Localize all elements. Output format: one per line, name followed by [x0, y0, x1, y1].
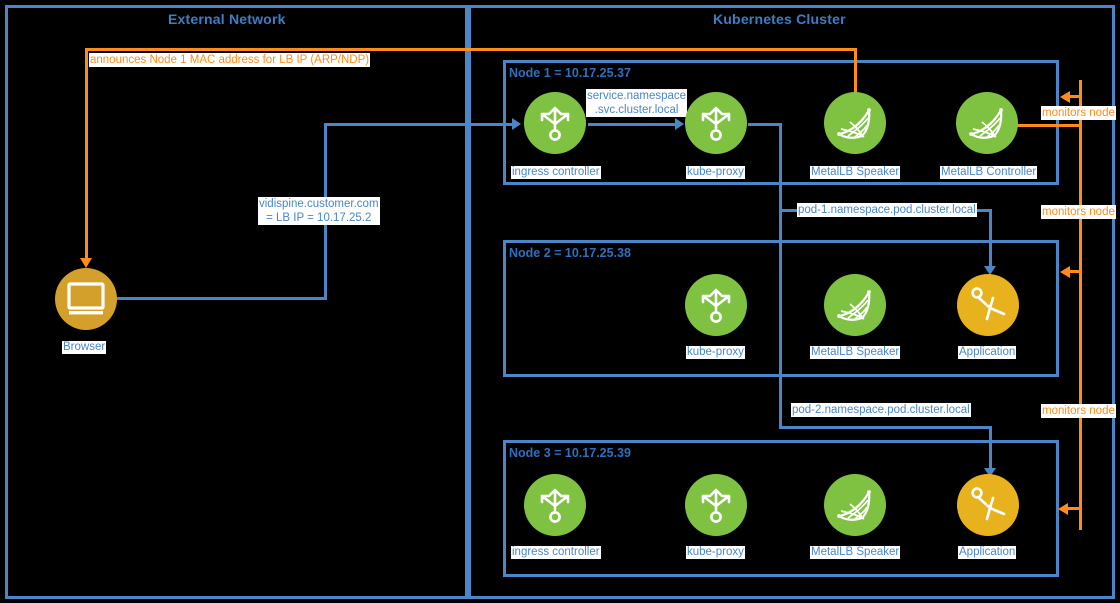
node-1-metallb-controller-label: MetalLB Controller: [940, 166, 1038, 179]
node-2-title: Node 2 = 10.17.25.38: [509, 246, 631, 260]
node-2-metallb-speaker[interactable]: [824, 274, 886, 336]
metallb-icon: [837, 290, 871, 321]
node-1-metallb-speaker-label: MetalLB Speaker: [810, 166, 901, 179]
ingress-inbound-arrow: [512, 118, 521, 130]
lb-ip-label-line1: vidispine.customer.com: [259, 198, 379, 210]
node-1-title: Node 1 = 10.17.25.37: [509, 66, 631, 80]
node-3-kube-proxy[interactable]: [685, 474, 747, 536]
network-boundary-divider: [468, 5, 471, 599]
pod-fanout-trunk: [779, 123, 782, 429]
app-icon: [971, 487, 1006, 521]
pod-2-branch-horizontal: [779, 426, 992, 429]
routing-icon: [540, 488, 570, 523]
monitors-node-3-segment: [1068, 507, 1082, 510]
node-1-ingress-controller[interactable]: [524, 92, 586, 154]
service-dns-label: service.namespace .svc.cluster.local: [586, 89, 688, 117]
arp-announce-label: announces Node 1 MAC address for LB IP (…: [89, 53, 371, 67]
pod-2-branch-drop: [989, 426, 992, 474]
monitors-node-2-arrow: [1060, 266, 1070, 278]
service-dns-line1: service.namespace: [587, 90, 687, 102]
pod-2-arrow: [984, 468, 996, 477]
node-1-ingress-controller-label: ingress controller: [511, 166, 601, 179]
monitors-node-2-segment: [1070, 270, 1082, 273]
pod-1-dns-label: pod-1.namespace.pod.cluster.local: [797, 203, 977, 217]
node-1-kube-proxy[interactable]: [685, 92, 747, 154]
node-2-kube-proxy[interactable]: [685, 274, 747, 336]
browser-node[interactable]: [55, 268, 117, 330]
metallb-icon: [837, 108, 871, 139]
kubeproxy-inbound-arrow: [675, 118, 684, 130]
pod-2-dns-label: pod-2.namespace.pod.cluster.local: [791, 403, 971, 417]
node-1-kube-proxy-label: kube-proxy: [686, 166, 745, 179]
arp-speaker-riser: [854, 48, 857, 106]
controller-to-rail-segment: [1016, 124, 1082, 127]
external-network-zone: [5, 5, 468, 599]
node-3-metallb-speaker[interactable]: [824, 474, 886, 536]
node-1-metallb-speaker[interactable]: [824, 92, 886, 154]
monitors-node-3-arrow: [1058, 503, 1068, 515]
node-3-kube-proxy-label: kube-proxy: [686, 546, 745, 559]
node-3-ingress-controller-label: ingress controller: [511, 546, 601, 559]
app-icon: [971, 287, 1006, 321]
kubernetes-cluster-title: Kubernetes Cluster: [713, 11, 846, 27]
node-3-ingress-controller[interactable]: [524, 474, 586, 536]
lb-ip-label-line2: = LB IP = 10.17.25.2: [266, 212, 372, 224]
node-3-application-label: Application: [958, 546, 1017, 559]
external-network-title: External Network: [168, 11, 286, 27]
node-3-title: Node 3 = 10.17.25.39: [509, 446, 631, 460]
node-1-metallb-controller[interactable]: [956, 92, 1018, 154]
monitors-node-1-segment: [1070, 95, 1082, 98]
monitors-rail-vertical: [1079, 80, 1082, 530]
arp-announce-horizontal: [85, 48, 857, 51]
monitors-node-label-3: monitors node: [1041, 404, 1116, 418]
routing-icon: [701, 106, 731, 141]
service-dns-line2: .svc.cluster.local: [594, 104, 679, 116]
ingress-to-kubeproxy-segment: [588, 123, 678, 126]
riser-to-ingress-segment: [324, 123, 515, 126]
pod-1-branch-drop: [989, 209, 992, 271]
arp-announce-dropline: [85, 48, 88, 263]
monitor-icon: [67, 282, 105, 315]
metallb-icon: [837, 490, 871, 521]
routing-icon: [540, 106, 570, 141]
lb-ip-label: vidispine.customer.com = LB IP = 10.17.2…: [258, 197, 380, 225]
node-2-application-label: Application: [958, 346, 1017, 359]
monitors-node-1-arrow: [1060, 91, 1070, 103]
node-3-metallb-speaker-label: MetalLB Speaker: [810, 546, 901, 559]
arp-announce-arrow: [80, 258, 92, 268]
node-2-kube-proxy-label: kube-proxy: [686, 346, 745, 359]
metallb-icon: [969, 108, 1003, 139]
browser-label: Browser: [62, 341, 107, 354]
node-3-application[interactable]: [957, 474, 1019, 536]
routing-icon: [701, 288, 731, 323]
pod-1-arrow: [984, 266, 996, 275]
monitors-node-label-2: monitors node: [1041, 205, 1116, 219]
browser-to-riser-segment: [117, 297, 327, 300]
node-2-application[interactable]: [957, 274, 1019, 336]
node-2-metallb-speaker-label: MetalLB Speaker: [810, 346, 901, 359]
routing-icon: [701, 488, 731, 523]
monitors-node-label-1: monitors node: [1041, 106, 1116, 120]
node-3-box: [503, 440, 1059, 577]
kubeproxy-out-segment: [748, 123, 782, 126]
